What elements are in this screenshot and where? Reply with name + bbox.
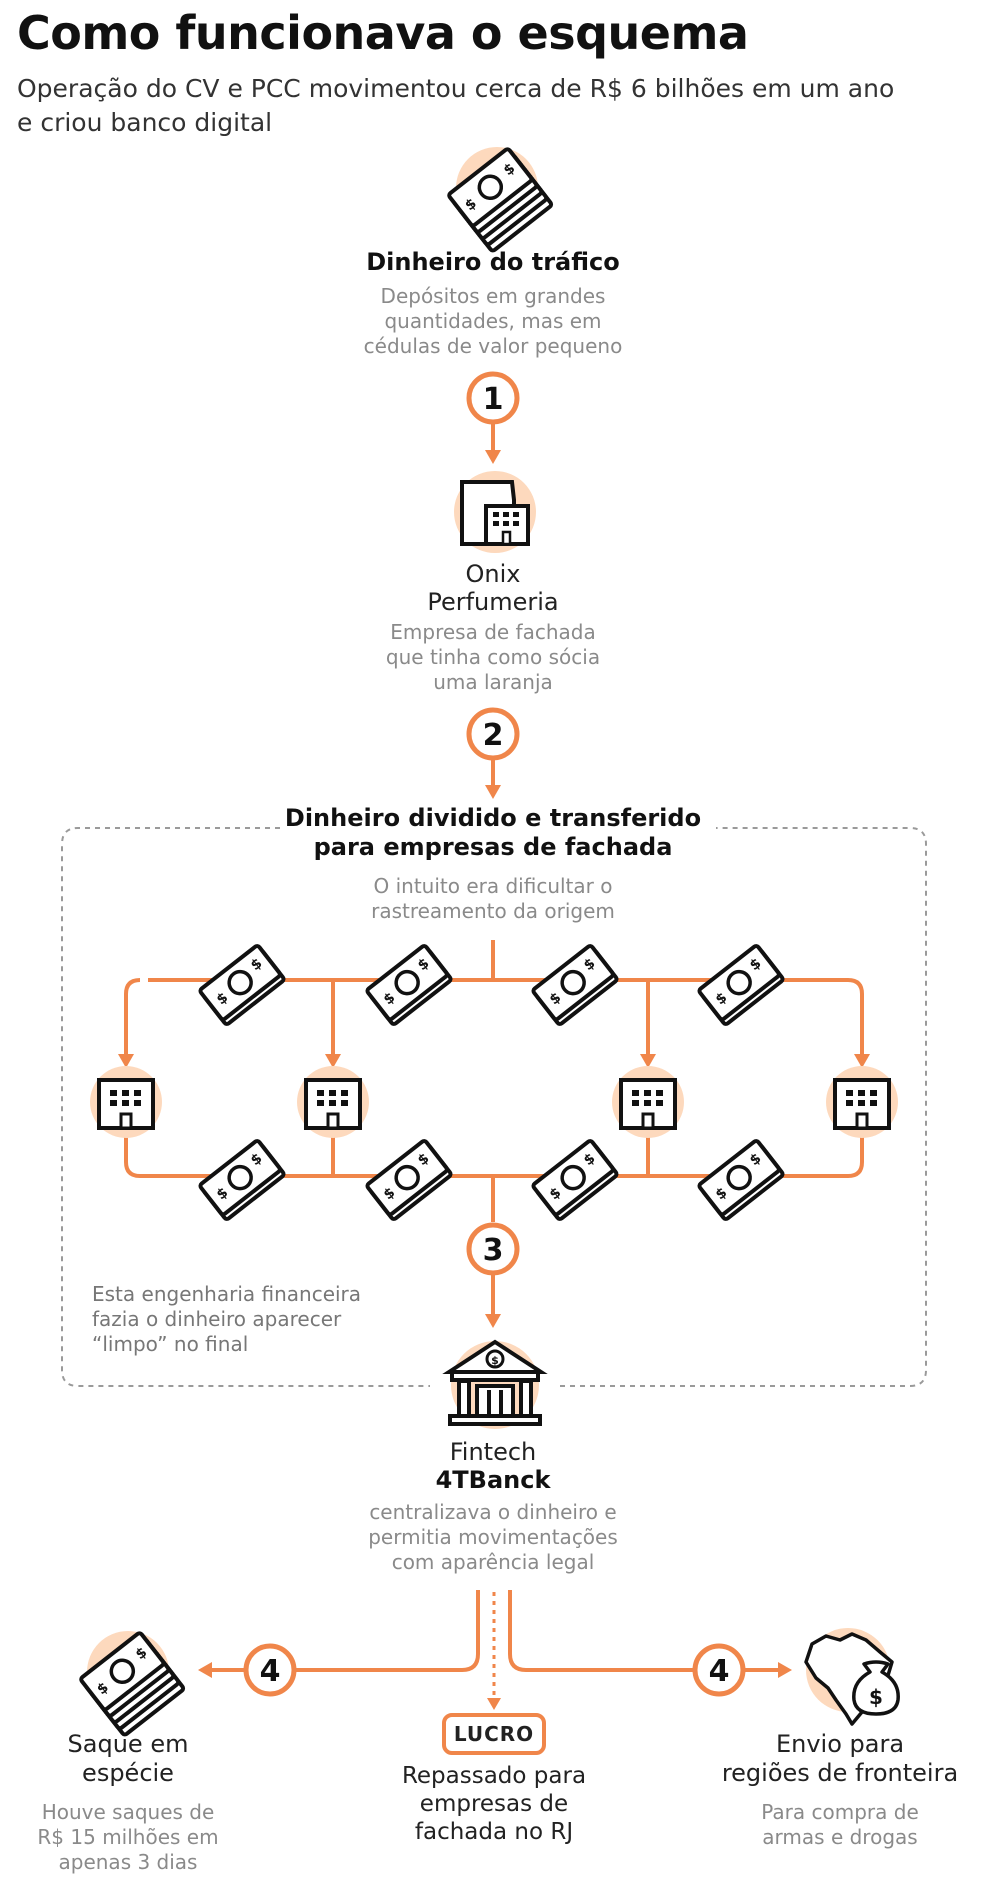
building-icon — [833, 1078, 891, 1130]
arrowhead-profit — [487, 1698, 501, 1710]
withdrawal-desc-line: Houve saques de — [41, 1800, 215, 1824]
step-1-number: 1 — [483, 382, 504, 417]
dashed-container — [61, 827, 927, 1387]
step-4-left-number: 4 — [260, 1654, 281, 1689]
step-0-title: Dinheiro do tráfico — [366, 248, 620, 276]
profit-desc-line: empresas de — [419, 1791, 569, 1817]
border-description: Para compra de armas e drogas — [700, 1800, 980, 1850]
connector-step-2: 2 — [469, 710, 517, 799]
step-1-desc-line: Empresa de fachada — [390, 620, 596, 644]
step-3-description: centralizava o dinheiro e permitia movim… — [293, 1500, 693, 1575]
banknote-icon — [364, 942, 454, 1028]
shell-company-4 — [826, 1066, 898, 1138]
step-2-title-line: Dinheiro dividido e transferido — [284, 804, 702, 832]
step-2-note-line: “limpo” no final — [92, 1332, 249, 1356]
shell-company-2 — [297, 1066, 369, 1138]
border-title-line: regiões de fronteira — [721, 1759, 959, 1787]
bank-icon-group: $ — [442, 1339, 548, 1429]
step-3-title-line-2: 4TBanck — [435, 1466, 551, 1494]
step-0-desc-line: quantidades, mas em — [384, 309, 602, 333]
money-stack-icon — [446, 146, 555, 254]
step-4-right-number: 4 — [709, 1654, 730, 1689]
svg-text:$: $ — [869, 1685, 883, 1709]
step-2-title-line: para empresas de fachada — [313, 833, 673, 861]
profit-badge: LUCRO — [442, 1713, 546, 1755]
branch-lines — [210, 1590, 780, 1672]
banknote-icon — [197, 1137, 287, 1223]
step-0-desc-line: Depósitos em grandes — [380, 284, 606, 308]
store-building-icon — [460, 480, 530, 546]
step-2-description: O intuito era dificultar o rastreamento … — [293, 874, 693, 924]
step-0-description: Depósitos em grandes quantidades, mas em… — [293, 284, 693, 359]
shell-company-1 — [90, 1066, 162, 1138]
step-1-description: Empresa de fachada que tinha como sócia … — [293, 620, 693, 695]
connector-step-1: 1 — [469, 374, 517, 464]
banknote-icon — [364, 1137, 454, 1223]
page-title: Como funcionava o esquema — [17, 6, 749, 60]
step-2-note-line: fazia o dinheiro aparecer — [92, 1307, 342, 1331]
store-icon-group — [454, 471, 536, 553]
subtitle-line-2: e criou banco digital — [17, 108, 273, 137]
banknote-icon — [530, 1137, 620, 1223]
border-desc-line: Para compra de — [761, 1800, 919, 1824]
banknote-icon — [696, 1137, 786, 1223]
profit-desc-line: Repassado para — [401, 1763, 587, 1789]
step-2-note: Esta engenharia financeira fazia o dinhe… — [92, 1282, 412, 1357]
step-1-desc-line: que tinha como sócia — [385, 645, 601, 669]
step-1-title-line-2: Perfumeria — [427, 588, 559, 616]
step-3-number: 3 — [483, 1233, 504, 1268]
step-1-desc-line: uma laranja — [433, 670, 553, 694]
banknote-icon — [197, 942, 287, 1028]
arrowhead-right — [778, 1662, 792, 1678]
withdrawal-title-line: espécie — [82, 1759, 174, 1787]
border-title-line: Envio para — [775, 1730, 905, 1758]
withdrawal-description: Houve saques de R$ 15 milhões em apenas … — [18, 1800, 238, 1875]
distribution-network — [124, 940, 864, 1316]
step-3-desc-line: com aparência legal — [391, 1550, 595, 1574]
withdrawal-title-line: Saque em — [67, 1730, 189, 1758]
bank-icon — [442, 1339, 548, 1426]
step-2-number: 2 — [483, 718, 504, 753]
profit-description: Repassado para empresas de fachada no RJ — [374, 1762, 614, 1846]
building-icon — [304, 1078, 362, 1130]
arrowhead-left — [198, 1662, 212, 1678]
svg-text:$: $ — [491, 1354, 499, 1367]
traffic-money-icon — [446, 146, 555, 254]
profit-badge-label: LUCRO — [454, 1722, 534, 1746]
step-0-desc-line: cédulas de valor pequeno — [363, 334, 623, 358]
step-2-desc-line: O intuito era dificultar o — [373, 874, 613, 898]
border-title: Envio para regiões de fronteira — [700, 1730, 980, 1788]
money-bag-icon: $ — [852, 1660, 900, 1716]
building-icon — [97, 1078, 155, 1130]
step-2-desc-line: rastreamento da origem — [371, 899, 615, 923]
withdrawal-desc-line: R$ 15 milhões em — [37, 1825, 219, 1849]
banknote-icon — [530, 942, 620, 1028]
page-subtitle: Operação do CV e PCC movimentou cerca de… — [17, 72, 957, 140]
shell-company-3 — [612, 1066, 684, 1138]
border-regions-icon: $ — [804, 1628, 900, 1726]
step-2-note-line: Esta engenharia financeira — [92, 1282, 362, 1306]
step-3-desc-line: centralizava o dinheiro e — [369, 1500, 617, 1524]
withdrawal-desc-line: apenas 3 dias — [58, 1850, 198, 1874]
banknote-icon — [696, 942, 786, 1028]
cash-withdrawal-icon — [78, 1630, 187, 1738]
border-desc-line: armas e drogas — [762, 1825, 918, 1849]
withdrawal-title: Saque em espécie — [18, 1730, 238, 1788]
subtitle-line-1: Operação do CV e PCC movimentou cerca de… — [17, 74, 895, 103]
building-icon — [619, 1078, 677, 1130]
step-1-title-line-1: Onix — [465, 560, 521, 588]
step-3-desc-line: permitia movimentações — [368, 1525, 618, 1549]
step-2-title: Dinheiro dividido e transferido para emp… — [243, 804, 743, 862]
profit-desc-line: fachada no RJ — [414, 1819, 574, 1845]
step-3-title-line-1: Fintech — [449, 1438, 537, 1466]
